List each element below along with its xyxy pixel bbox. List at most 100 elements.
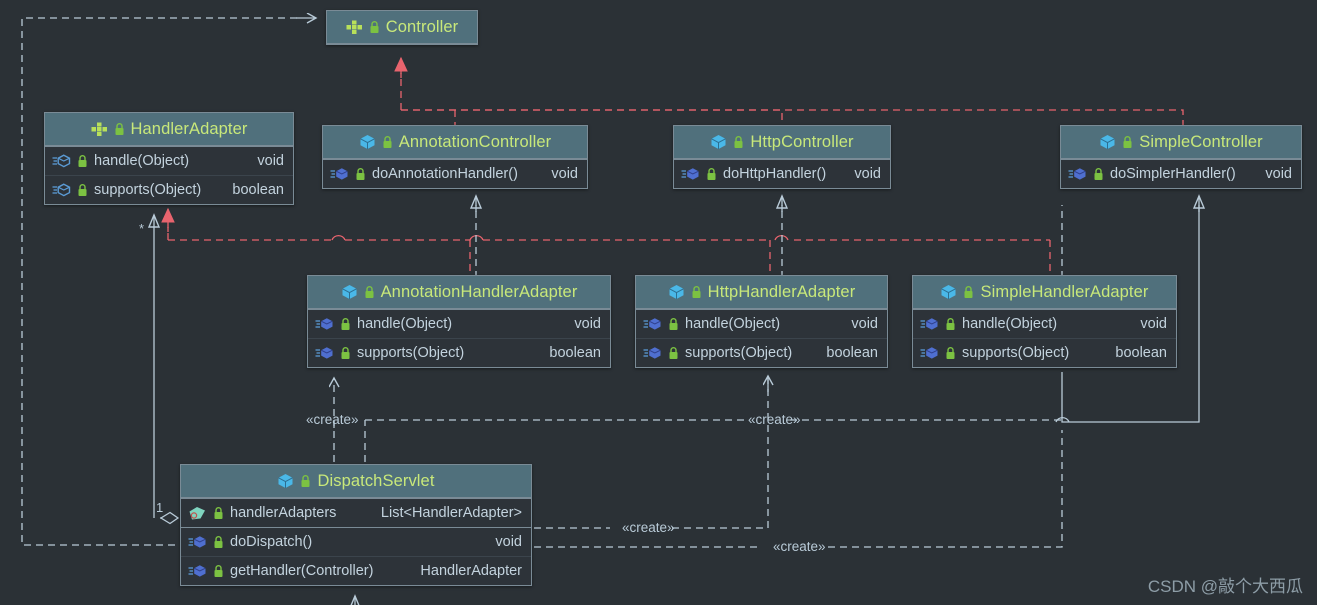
node-http-controller-header: HttpController — [674, 126, 890, 159]
member-row[interactable]: handle(Object) void — [913, 309, 1176, 338]
member-row[interactable]: handle(Object) void — [636, 309, 887, 338]
member-type: void — [854, 166, 881, 182]
node-dispatch-servlet[interactable]: DispatchServlet handlerAdapters List<Han… — [180, 464, 532, 586]
node-annotation-controller-title: AnnotationController — [398, 132, 552, 151]
node-controller-header: Controller — [327, 11, 477, 44]
lock-icon — [340, 346, 351, 360]
node-simple-controller-header: SimpleController — [1061, 126, 1301, 159]
lock-icon — [945, 317, 956, 331]
member-row[interactable]: supports(Object) boolean — [636, 338, 887, 367]
member-type: boolean — [826, 345, 878, 361]
node-controller[interactable]: Controller — [326, 10, 478, 45]
node-annotation-controller[interactable]: AnnotationController doAnnotationHandler… — [322, 125, 588, 189]
member-type: List<HandlerAdapter> — [380, 505, 522, 521]
member-name: supports(Object) — [962, 345, 1070, 361]
member-type: HandlerAdapter — [420, 563, 522, 579]
interface-icon — [91, 122, 108, 137]
lock-icon — [706, 167, 717, 181]
member-row[interactable]: doSimplerHandler() void — [1061, 159, 1301, 188]
node-annotation-handler-adapter[interactable]: AnnotationHandlerAdapter handle(Object) — [307, 275, 611, 368]
node-simple-handler-adapter[interactable]: SimpleHandlerAdapter handle(Object) — [912, 275, 1177, 368]
member-type: void — [574, 316, 601, 332]
member-type: void — [551, 166, 578, 182]
member-row[interactable]: doHttpHandler() void — [674, 159, 890, 188]
class-icon — [668, 284, 685, 300]
member-row[interactable]: doAnnotationHandler() void — [323, 159, 587, 188]
member-name: getHandler(Controller) — [230, 563, 374, 579]
class-icon — [710, 134, 727, 150]
edge-label-create-2: «create» — [748, 412, 801, 427]
abstract-method-icon — [52, 154, 71, 168]
member-row[interactable]: handle(Object) void — [45, 146, 293, 175]
lock-icon — [963, 285, 974, 299]
method-icon — [188, 535, 207, 549]
method-icon — [643, 346, 662, 360]
member-name: supports(Object) — [94, 182, 202, 198]
member-type: void — [851, 316, 878, 332]
node-http-controller-title: HttpController — [750, 132, 854, 151]
method-icon — [315, 317, 334, 331]
node-http-handler-adapter[interactable]: HttpHandlerAdapter handle(Object) v — [635, 275, 888, 368]
member-row-field[interactable]: handlerAdapters List<HandlerAdapter> — [181, 498, 531, 527]
lock-icon — [213, 564, 224, 578]
lock-icon — [668, 346, 679, 360]
node-handler-adapter-header: HandlerAdapter — [45, 113, 293, 146]
member-row[interactable]: doDispatch() void — [181, 527, 531, 556]
lock-icon — [369, 20, 380, 34]
node-dispatch-servlet-title: DispatchServlet — [317, 471, 435, 490]
node-controller-title: Controller — [385, 17, 459, 36]
edge-label-create-3: «create» — [622, 520, 675, 535]
node-handler-adapter-title: HandlerAdapter — [130, 119, 248, 138]
lock-icon — [77, 154, 88, 168]
class-icon — [277, 473, 294, 489]
member-row[interactable]: handle(Object) void — [308, 309, 610, 338]
method-icon — [681, 167, 700, 181]
watermark: CSDN @敲个大西瓜 — [1147, 577, 1303, 596]
member-name: supports(Object) — [685, 345, 793, 361]
lock-icon — [213, 535, 224, 549]
member-row[interactable]: getHandler(Controller) HandlerAdapter — [181, 556, 531, 585]
member-row[interactable]: supports(Object) boolean — [913, 338, 1176, 367]
method-icon — [1068, 167, 1087, 181]
node-http-handler-adapter-title: HttpHandlerAdapter — [707, 282, 856, 301]
method-icon — [643, 317, 662, 331]
member-type: void — [495, 534, 522, 550]
node-simple-handler-adapter-title: SimpleHandlerAdapter — [980, 282, 1149, 301]
node-annotation-controller-header: AnnotationController — [323, 126, 587, 159]
lock-icon — [114, 122, 125, 136]
field-icon — [188, 506, 207, 521]
node-http-controller[interactable]: HttpController doHttpHandler() void — [673, 125, 891, 189]
interface-icon — [346, 20, 363, 35]
node-simple-controller-title: SimpleController — [1139, 132, 1263, 151]
node-simple-handler-adapter-header: SimpleHandlerAdapter — [913, 276, 1176, 309]
multiplicity-star: * — [139, 221, 145, 236]
member-row[interactable]: supports(Object) boolean — [308, 338, 610, 367]
lock-icon — [1093, 167, 1104, 181]
class-icon — [341, 284, 358, 300]
member-name: handle(Object) — [962, 316, 1058, 332]
member-type: boolean — [232, 182, 284, 198]
lock-icon — [382, 135, 393, 149]
edge-label-create-4: «create» — [773, 539, 826, 554]
lock-icon — [945, 346, 956, 360]
lock-icon — [300, 474, 311, 488]
member-type: boolean — [1115, 345, 1167, 361]
node-simple-controller[interactable]: SimpleController doSimplerHandler() — [1060, 125, 1302, 189]
lock-icon — [1122, 135, 1133, 149]
member-row[interactable]: supports(Object) boolean — [45, 175, 293, 204]
node-dispatch-servlet-header: DispatchServlet — [181, 465, 531, 498]
method-icon — [315, 346, 334, 360]
node-annotation-handler-adapter-header: AnnotationHandlerAdapter — [308, 276, 610, 309]
multiplicity-one: 1 — [156, 500, 164, 515]
node-handler-adapter[interactable]: HandlerAdapter handle(Object) void — [44, 112, 294, 205]
method-icon — [330, 167, 349, 181]
member-name: doSimplerHandler() — [1110, 166, 1236, 182]
node-annotation-handler-adapter-title: AnnotationHandlerAdapter — [380, 282, 578, 301]
member-name: handle(Object) — [357, 316, 453, 332]
member-type: void — [257, 153, 284, 169]
lock-icon — [340, 317, 351, 331]
lock-icon — [213, 506, 224, 520]
lock-icon — [364, 285, 375, 299]
method-icon — [920, 317, 939, 331]
